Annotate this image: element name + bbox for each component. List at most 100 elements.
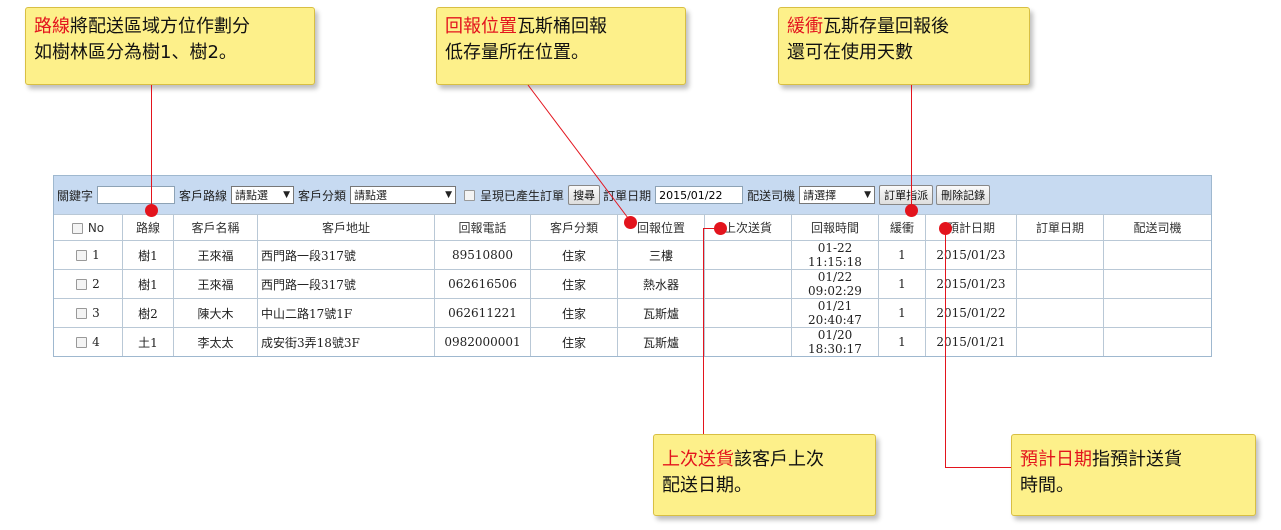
- cell-report-location: 瓦斯爐: [617, 327, 705, 356]
- row-number: 1: [92, 248, 100, 262]
- order-date-input[interactable]: [655, 186, 744, 204]
- cell-last-delivery: [704, 240, 792, 270]
- cell-expected-date: 2015/01/22: [925, 298, 1017, 328]
- show-generated-label: 呈現已產生訂單: [480, 188, 565, 203]
- callout-text: 指預計送貨: [1092, 449, 1182, 470]
- category-select-value: 請點選: [354, 189, 388, 202]
- cell-customer-category: 住家: [530, 327, 618, 356]
- search-button[interactable]: 搜尋: [568, 185, 601, 205]
- callout-report-location: 回報位置瓦斯桶回報 低存量所在位置。: [436, 7, 686, 85]
- delete-record-button[interactable]: 刪除記錄: [936, 185, 991, 205]
- cell-no: 2: [54, 269, 123, 299]
- order-date-label: 訂單日期: [603, 188, 652, 203]
- cell-last-delivery: [704, 298, 792, 328]
- column-header-driver: 配送司機: [1103, 214, 1211, 241]
- marker-dot: [905, 204, 918, 217]
- callout-highlight: 緩衝: [787, 16, 823, 37]
- callout-text: 配送日期。: [662, 475, 752, 496]
- cell-last-delivery: [704, 269, 792, 299]
- column-header-customer-name: 客戶名稱: [173, 214, 258, 241]
- cell-driver: [1103, 298, 1211, 328]
- row-checkbox[interactable]: [76, 279, 88, 290]
- row-number: 4: [92, 335, 100, 349]
- row-number: 3: [92, 306, 100, 320]
- cell-report-time: 01/20 18:30:17: [791, 327, 879, 356]
- driver-select[interactable]: 請選擇 ▼: [799, 186, 876, 204]
- callout-text: 瓦斯存量回報後: [823, 16, 949, 37]
- keyword-input[interactable]: [97, 186, 176, 204]
- callout-text: 瓦斯桶回報: [517, 16, 607, 37]
- callout-text: 將配送區域方位作劃分: [70, 16, 250, 37]
- show-generated-checkbox[interactable]: [464, 189, 476, 201]
- column-header-customer-category: 客戶分類: [530, 214, 618, 241]
- cell-customer-address: 中山二路17號1F: [257, 298, 435, 328]
- order-panel: 關鍵字 客戶路線 請點選 ▼ 客戶分類 請點選 ▼ 呈現已產生訂單 搜尋 訂單日…: [53, 175, 1212, 357]
- callout-text: 如樹林區分為樹1、樹2。: [34, 42, 237, 63]
- cell-report-location: 三樓: [617, 240, 705, 270]
- cell-customer-name: 陳大木: [173, 298, 258, 328]
- cell-report-time: 01/22 09:02:29: [791, 269, 879, 299]
- row-checkbox[interactable]: [76, 337, 88, 348]
- callout-last-delivery: 上次送貨該客戶上次 配送日期。: [653, 434, 876, 516]
- cell-report-phone: 0982000001: [434, 327, 531, 356]
- column-header-no[interactable]: No: [54, 214, 123, 241]
- callout-text: 還可在使用天數: [787, 42, 913, 63]
- select-all-checkbox[interactable]: [71, 222, 83, 234]
- marker-dot: [714, 222, 727, 235]
- cell-report-location: 熱水器: [617, 269, 705, 299]
- cell-driver: [1103, 327, 1211, 356]
- callout-route: 路線將配送區域方位作劃分 如樹林區分為樹1、樹2。: [25, 7, 315, 85]
- cell-customer-address: 西門路一段317號: [257, 269, 435, 299]
- callout-text: 時間。: [1020, 475, 1074, 496]
- cell-customer-address: 西門路一段317號: [257, 240, 435, 270]
- cell-no: 3: [54, 298, 123, 328]
- cell-driver: [1103, 240, 1211, 270]
- cell-order-date: [1016, 327, 1104, 356]
- cell-route: 樹1: [122, 240, 174, 270]
- category-label: 客戶分類: [298, 188, 347, 203]
- cell-report-phone: 062611221: [434, 298, 531, 328]
- cell-customer-name: 王來福: [173, 269, 258, 299]
- column-header-buffer: 緩衝: [878, 214, 926, 241]
- cell-expected-date: 2015/01/23: [925, 269, 1017, 299]
- connector-line: [703, 228, 704, 434]
- callout-highlight: 路線: [34, 16, 70, 37]
- assign-order-button[interactable]: 訂單指派: [879, 185, 934, 205]
- chevron-down-icon: ▼: [445, 190, 453, 200]
- cell-route: 樹2: [122, 298, 174, 328]
- cell-report-time: 01/21 20:40:47: [791, 298, 879, 328]
- cell-route: 樹1: [122, 269, 174, 299]
- keyword-label: 關鍵字: [57, 188, 94, 203]
- cell-expected-date: 2015/01/23: [925, 240, 1017, 270]
- row-checkbox[interactable]: [76, 250, 88, 261]
- column-header-customer-address: 客戶地址: [257, 214, 435, 241]
- cell-buffer: 1: [878, 240, 926, 270]
- column-header-route: 路線: [122, 214, 174, 241]
- column-header-report-phone: 回報電話: [434, 214, 531, 241]
- cell-buffer: 1: [878, 327, 926, 356]
- connector-line: [945, 467, 1011, 468]
- callout-buffer: 緩衝瓦斯存量回報後 還可在使用天數: [778, 7, 1030, 85]
- cell-no: 4: [54, 327, 123, 356]
- row-checkbox[interactable]: [76, 308, 88, 319]
- callout-text: 該客戶上次: [734, 449, 824, 470]
- row-number: 2: [92, 277, 100, 291]
- cell-report-location: 瓦斯爐: [617, 298, 705, 328]
- column-header-report-time: 回報時間: [791, 214, 879, 241]
- cell-customer-category: 住家: [530, 269, 618, 299]
- cell-order-date: [1016, 298, 1104, 328]
- cell-expected-date: 2015/01/21: [925, 327, 1017, 356]
- cell-customer-address: 成安街3弄18號3F: [257, 327, 435, 356]
- category-select[interactable]: 請點選 ▼: [350, 186, 457, 204]
- marker-dot: [624, 216, 637, 229]
- cell-buffer: 1: [878, 269, 926, 299]
- cell-driver: [1103, 269, 1211, 299]
- callout-expected-date: 預計日期指預計送貨 時間。: [1011, 434, 1256, 516]
- callout-highlight: 上次送貨: [662, 449, 734, 470]
- route-select[interactable]: 請點選 ▼: [231, 186, 295, 204]
